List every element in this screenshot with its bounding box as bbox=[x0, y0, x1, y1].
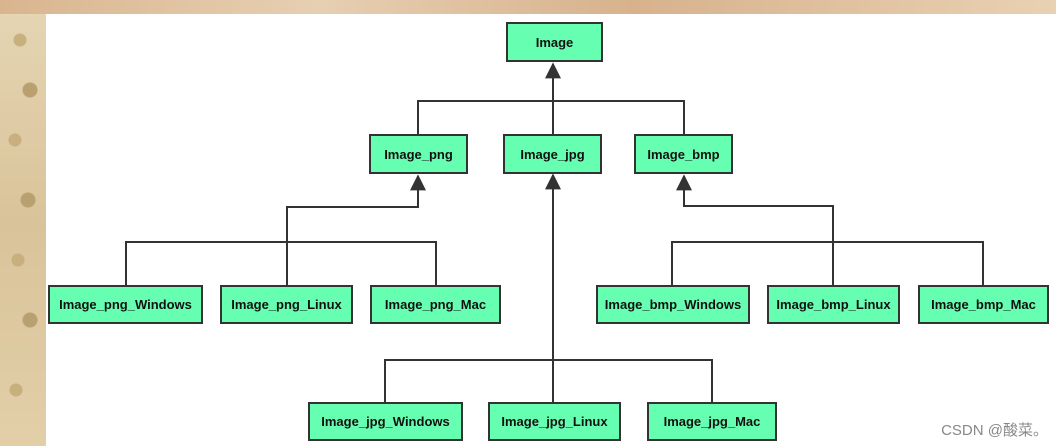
node-image-png-windows[interactable]: Image_png_Windows bbox=[48, 285, 203, 324]
node-image-png-mac[interactable]: Image_png_Mac bbox=[370, 285, 501, 324]
node-image-png-linux[interactable]: Image_png_Linux bbox=[220, 285, 353, 324]
edge-png-bus bbox=[125, 241, 437, 285]
node-image-png[interactable]: Image_png bbox=[369, 134, 468, 174]
edge-bmp-bus bbox=[671, 241, 984, 285]
node-image-bmp[interactable]: Image_bmp bbox=[634, 134, 733, 174]
node-image-jpg-mac[interactable]: Image_jpg_Mac bbox=[647, 402, 777, 441]
node-image[interactable]: Image bbox=[506, 22, 603, 62]
edge-to-png bbox=[286, 174, 426, 285]
edge-root-bus bbox=[417, 100, 685, 134]
node-image-jpg-windows[interactable]: Image_jpg_Windows bbox=[308, 402, 463, 441]
node-image-bmp-windows[interactable]: Image_bmp_Windows bbox=[596, 285, 750, 324]
node-image-bmp-mac[interactable]: Image_bmp_Mac bbox=[918, 285, 1049, 324]
edge-to-bmp bbox=[676, 174, 834, 285]
node-image-jpg-linux[interactable]: Image_jpg_Linux bbox=[488, 402, 621, 441]
background-decoration-left bbox=[0, 0, 46, 446]
edge-jpg-bus bbox=[384, 359, 713, 402]
node-image-bmp-linux[interactable]: Image_bmp_Linux bbox=[767, 285, 900, 324]
watermark-text: CSDN @酸菜。 bbox=[941, 422, 1048, 439]
diagram-canvas bbox=[46, 14, 1056, 446]
node-image-jpg[interactable]: Image_jpg bbox=[503, 134, 602, 174]
background-decoration-top bbox=[0, 0, 1056, 14]
